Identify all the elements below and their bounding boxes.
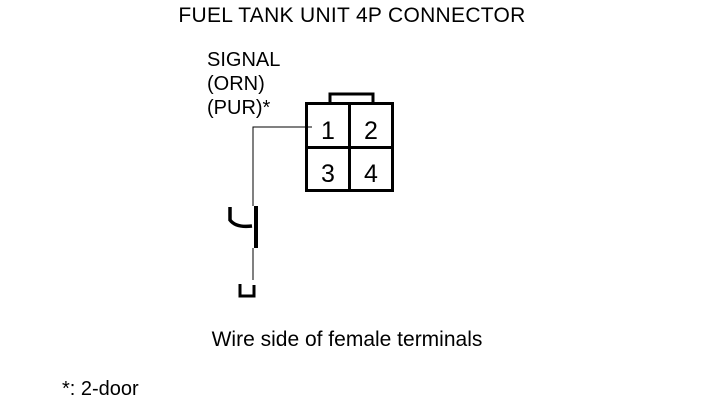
pin-1-number: 1 [321, 117, 335, 145]
wire-break-upper [228, 207, 253, 229]
pin-3-number: 3 [321, 160, 335, 188]
wire-break-lower [238, 284, 256, 298]
connector-lock-tab [328, 92, 375, 103]
wire-color-pur-label: (PUR)* [207, 97, 271, 119]
wire-signal-label: SIGNAL [207, 49, 281, 71]
pin-2-number: 2 [364, 117, 378, 145]
footnote: *: 2-door [62, 378, 139, 400]
connector-title: FUEL TANK UNIT 4P CONNECTOR [178, 4, 526, 27]
pin-4-number: 4 [364, 160, 378, 188]
diagram-caption: Wire side of female terminals [211, 328, 483, 351]
signal-wire [252, 126, 312, 206]
wire-color-orn-label: (ORN) [207, 73, 265, 95]
